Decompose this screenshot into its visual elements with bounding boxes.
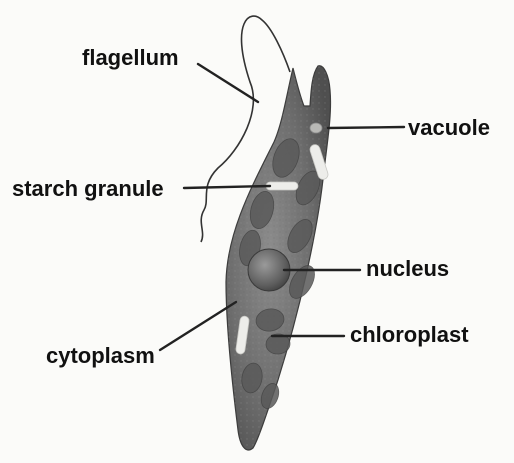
- flagellum-label: flagellum: [82, 47, 179, 69]
- vacuole-label: vacuole: [408, 117, 490, 139]
- flagellum-leader: [198, 64, 258, 102]
- cytoplasm-leader: [160, 302, 236, 350]
- vacuole-leader: [328, 127, 404, 128]
- nucleus-label: nucleus: [366, 258, 449, 280]
- starch-granule-label: starch granule: [12, 178, 164, 200]
- vacuole-shape: [310, 123, 322, 133]
- chloroplast-label: chloroplast: [350, 324, 469, 346]
- cytoplasm-label: cytoplasm: [46, 345, 155, 367]
